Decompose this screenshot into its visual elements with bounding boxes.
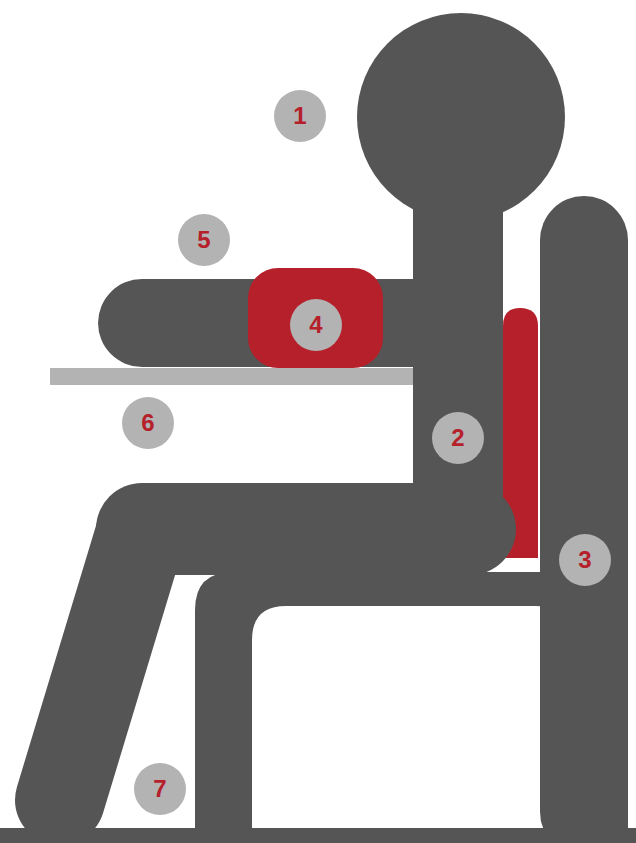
floor: [0, 828, 636, 843]
chair-seat: [195, 572, 628, 843]
callout-number: 7: [134, 763, 186, 815]
callout-number: 3: [559, 534, 611, 586]
head: [357, 13, 565, 221]
callout-number: 4: [290, 299, 342, 351]
callout-number: 2: [432, 412, 484, 464]
lower-leg: [60, 529, 142, 800]
callout-number: 1: [274, 90, 326, 142]
thigh: [142, 483, 470, 575]
desk-top: [50, 368, 413, 385]
callout-number: 6: [122, 397, 174, 449]
arm-cushion: [248, 268, 383, 368]
callout-number: 5: [178, 214, 230, 266]
